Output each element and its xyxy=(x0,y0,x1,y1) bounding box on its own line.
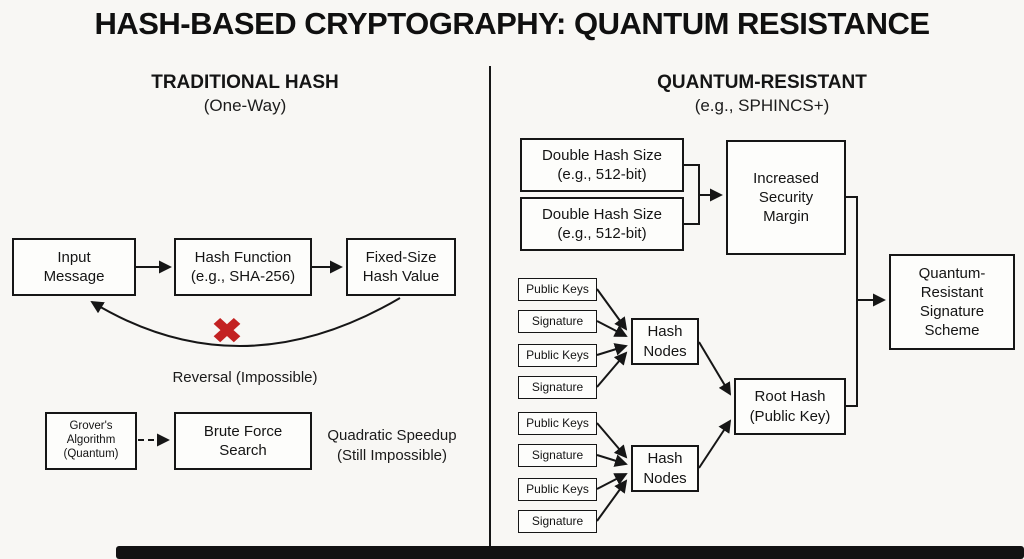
double-hash-size-box-1: Double Hash Size (e.g., 512-bit) xyxy=(520,138,684,192)
arrow-leaf5-to-node2 xyxy=(596,422,628,459)
hash-nodes-box-1: Hash Nodes xyxy=(631,318,699,365)
hash-function-box: Hash Function (e.g., SHA-256) xyxy=(174,238,312,296)
line-root-to-merge xyxy=(846,300,858,407)
double-hash-size-box-2: Double Hash Size (e.g., 512-bit) xyxy=(520,197,684,251)
signature-box-2: Signature xyxy=(518,376,597,399)
impossible-x-icon: ✖ xyxy=(211,311,243,350)
arrow-leaf4-to-node1 xyxy=(596,351,628,388)
reversal-label: Reversal (Impossible) xyxy=(172,369,318,386)
left-section-subheading: (One-Way) xyxy=(203,96,287,115)
brute-force-box: Brute Force Search xyxy=(174,412,312,470)
bracket-double-hash xyxy=(684,164,700,225)
page-title: HASH-BASED CRYPTOGRAPHY: QUANTUM RESISTA… xyxy=(94,6,930,41)
quantum-signature-scheme-box: Quantum- Resistant Signature Scheme xyxy=(889,254,1015,350)
public-keys-box-3: Public Keys xyxy=(518,412,597,435)
arrow-leaf3-to-node1 xyxy=(596,343,628,356)
public-keys-box-4: Public Keys xyxy=(518,478,597,501)
signature-box-3: Signature xyxy=(518,444,597,467)
signature-box-4: Signature xyxy=(518,510,597,533)
public-keys-box-1: Public Keys xyxy=(518,278,597,301)
grovers-algorithm-box: Grover's Algorithm (Quantum) xyxy=(45,412,137,470)
left-section-heading: TRADITIONAL HASH xyxy=(151,72,339,93)
arrow-leaf6-to-node2 xyxy=(596,454,628,467)
arrow-node1-to-root xyxy=(698,341,731,396)
root-hash-box: Root Hash (Public Key) xyxy=(734,378,846,435)
arrow-node2-to-root xyxy=(698,419,732,469)
arrow-leaf2-to-node1 xyxy=(596,320,628,337)
arrow-leaf1-to-node1 xyxy=(596,288,628,331)
quadratic-speedup-label: Quadratic Speedup (Still Impossible) xyxy=(327,427,457,464)
arrow-leaf8-to-node2 xyxy=(596,479,628,522)
fixed-size-hash-box: Fixed-Size Hash Value xyxy=(346,238,456,296)
arrow-leaf7-to-node2 xyxy=(596,473,628,490)
increased-security-margin-box: Increased Security Margin xyxy=(726,140,846,255)
right-section-subheading: (e.g., SPHINCS+) xyxy=(694,96,830,115)
hash-nodes-box-2: Hash Nodes xyxy=(631,445,699,492)
section-divider xyxy=(489,66,491,548)
bottom-bar xyxy=(116,546,1024,559)
line-margin-to-merge xyxy=(846,196,858,300)
signature-box-1: Signature xyxy=(518,310,597,333)
input-message-box: Input Message xyxy=(12,238,136,296)
public-keys-box-2: Public Keys xyxy=(518,344,597,367)
right-section-heading: QUANTUM-RESISTANT xyxy=(657,72,867,93)
arrow-reversal-curve xyxy=(90,297,401,347)
